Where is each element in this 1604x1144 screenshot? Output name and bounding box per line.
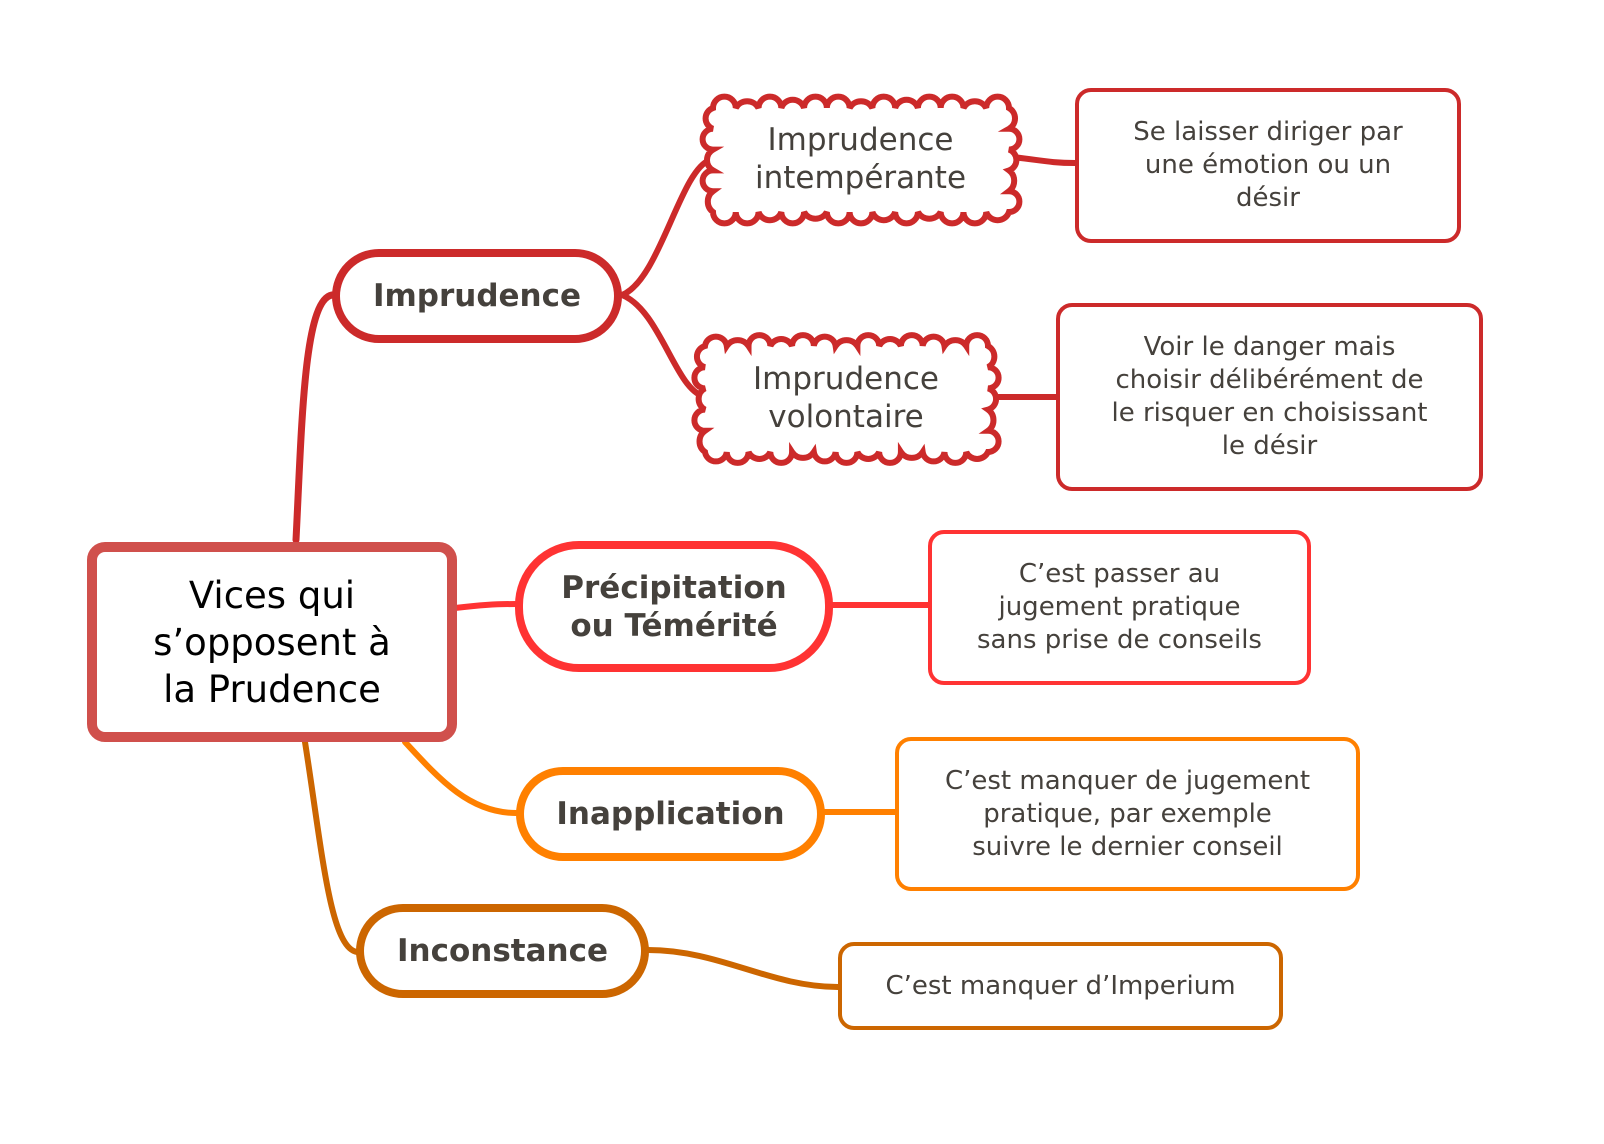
- cloud-outline-volontaire: [691, 332, 1002, 466]
- topic-inapplication[interactable]: Inapplication: [516, 767, 825, 861]
- topic-precipitation[interactable]: Précipitation ou Témérité: [515, 541, 833, 672]
- note-inconstance-text: C’est manquer d’Imperium: [885, 970, 1236, 1001]
- connector-central-inapplication: [402, 739, 519, 816]
- topic-imprudence-label: Imprudence: [372, 278, 582, 314]
- cloud-outline-intemperante: [699, 93, 1023, 227]
- connector-central-imprudence: [292, 291, 336, 544]
- note-volontaire-text: Voir le danger mais choisir délibérément…: [1111, 332, 1428, 461]
- note-inapplication-text: C’est manquer de jugement pratique, par …: [944, 765, 1311, 862]
- subtopic-volontaire[interactable]: Imprudence volontaire: [700, 338, 992, 458]
- note-inconstance[interactable]: C’est manquer d’Imperium: [838, 942, 1283, 1030]
- topic-precipitation-label: Précipitation ou Témérité: [561, 569, 787, 644]
- note-intemperante-text: Se laisser diriger par une émotion ou un…: [1133, 117, 1403, 213]
- connector-inconstance-note: [645, 947, 841, 990]
- subtopic-volontaire-label: Imprudence volontaire: [753, 361, 939, 435]
- topic-imprudence[interactable]: Imprudence: [332, 249, 622, 343]
- connector-imprudence-volontaire: [619, 292, 706, 399]
- topic-inconstance[interactable]: Inconstance: [356, 904, 649, 998]
- topic-inconstance-label: Inconstance: [396, 933, 608, 969]
- central-topic-label: Vices qui s’opposent à la Prudence: [153, 573, 391, 711]
- connector-central-precipitation: [452, 601, 520, 611]
- note-precipitation[interactable]: C’est passer au jugement pratique sans p…: [928, 530, 1311, 685]
- connector-central-inconstance: [302, 739, 360, 955]
- note-inapplication[interactable]: C’est manquer de jugement pratique, par …: [895, 737, 1360, 891]
- note-volontaire[interactable]: Voir le danger mais choisir délibérément…: [1056, 303, 1483, 491]
- connector-intemperante-note: [1009, 154, 1078, 166]
- central-topic[interactable]: Vices qui s’opposent à la Prudence: [87, 542, 457, 742]
- topic-inapplication-label: Inapplication: [556, 796, 785, 832]
- note-precipitation-text: C’est passer au jugement pratique sans p…: [977, 559, 1262, 655]
- subtopic-intemperante-label: Imprudence intempérante: [754, 122, 967, 196]
- subtopic-intemperante[interactable]: Imprudence intempérante: [708, 100, 1013, 218]
- connector-imprudence-intemperante: [619, 157, 713, 298]
- note-intemperante[interactable]: Se laisser diriger par une émotion ou un…: [1075, 88, 1461, 243]
